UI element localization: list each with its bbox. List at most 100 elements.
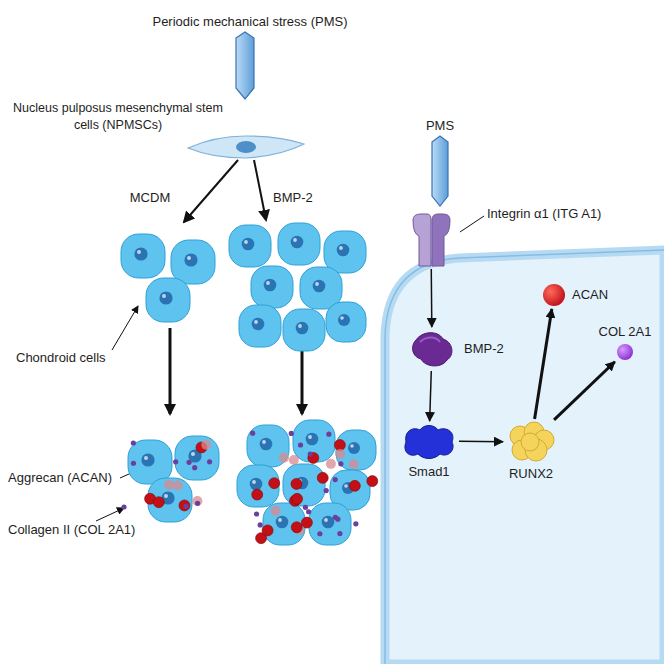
cell-nucleus xyxy=(250,478,263,491)
pathway-arrow xyxy=(431,269,433,327)
cell-body xyxy=(128,440,172,484)
integrin-subunit xyxy=(432,214,450,266)
chondroid-cell xyxy=(146,278,190,322)
cell-nucleus xyxy=(337,244,350,257)
matrix-dot xyxy=(292,493,303,504)
cell-body xyxy=(324,231,366,273)
leader-arrow xyxy=(96,508,124,521)
cell-highlight xyxy=(191,452,195,456)
matrix-dot xyxy=(353,521,358,526)
cell-highlight xyxy=(262,440,266,444)
chondroid-cell xyxy=(283,464,325,506)
chondroid-cell xyxy=(171,240,215,284)
matrix-dot xyxy=(153,497,164,508)
chondroid-cell xyxy=(175,436,219,480)
matrix-dot xyxy=(289,431,294,436)
receptor-node: Integrin α1 (ITG A1) xyxy=(405,214,457,266)
cell-body xyxy=(175,436,219,480)
cell-body xyxy=(278,223,320,265)
cell-highlight xyxy=(350,444,354,448)
matrix-dots xyxy=(121,431,377,544)
pathway-arrow xyxy=(430,371,432,421)
matrix-dot xyxy=(334,439,345,450)
cell-highlight xyxy=(298,324,302,328)
cell-body xyxy=(263,503,305,545)
ligand-node: BMP-2 xyxy=(410,330,454,368)
cell-highlight xyxy=(340,316,344,320)
cell-highlight xyxy=(339,246,343,250)
node-shape xyxy=(617,344,633,360)
matrix-dot xyxy=(338,461,343,466)
cell-highlight xyxy=(344,484,348,488)
matrix-dot xyxy=(173,459,178,464)
product-dot xyxy=(617,344,633,360)
integrin-subunit xyxy=(413,214,431,266)
protein-blob xyxy=(521,433,539,451)
matrix-dot xyxy=(258,522,263,527)
cell-body xyxy=(326,302,366,342)
cell-highlight xyxy=(252,480,256,484)
cell-nucleus xyxy=(134,247,147,260)
cell-highlight xyxy=(137,250,141,254)
matrix-dot xyxy=(333,477,338,482)
matrix-dot xyxy=(349,459,359,469)
cell-nucleus xyxy=(252,318,265,331)
matrix-dot xyxy=(367,476,378,487)
matrix-dot xyxy=(195,501,200,506)
matrix-dot xyxy=(279,453,289,463)
matrix-dot xyxy=(298,442,303,447)
matrix-dot xyxy=(308,452,319,463)
cell-body xyxy=(229,225,271,267)
chondroid-cells xyxy=(121,223,376,545)
matrix-dot xyxy=(192,465,197,470)
cell-nucleus xyxy=(306,433,319,446)
matrix-dot xyxy=(207,459,212,464)
node-label: RUNX2 xyxy=(509,466,553,482)
matrix-dot xyxy=(349,480,360,491)
chondroid-cell xyxy=(336,430,376,470)
node-shape xyxy=(405,214,457,266)
cell-body xyxy=(239,305,281,347)
title-label: Periodic mechanical stress (PMS) xyxy=(152,14,347,30)
matrix-dot xyxy=(271,506,281,516)
cell-highlight xyxy=(266,281,270,285)
cell-highlight xyxy=(187,256,191,260)
signal-node: Smad1 xyxy=(402,424,456,458)
node-label: BMP-2 xyxy=(464,341,504,357)
matrix-dot xyxy=(337,531,342,536)
matrix-dot xyxy=(291,478,302,489)
cell-nucleus xyxy=(291,236,304,249)
node-label: Smad1 xyxy=(408,464,449,480)
cell-body xyxy=(237,465,279,507)
node-shape xyxy=(410,330,454,368)
cell-body xyxy=(148,478,192,522)
node-label: ACAN xyxy=(572,287,608,303)
chondroid-cell xyxy=(263,503,305,545)
matrix-dot xyxy=(317,472,328,483)
cell-highlight xyxy=(244,240,248,244)
cell-highlight xyxy=(308,435,312,439)
stress-arrow xyxy=(432,136,448,206)
cell-body xyxy=(283,309,325,351)
chondroid-cell xyxy=(121,234,165,278)
chondroid-cell xyxy=(247,425,289,467)
cell-body xyxy=(121,234,165,278)
stem-cell xyxy=(188,136,304,158)
leader-arrow xyxy=(112,306,138,350)
cell-nucleus xyxy=(296,322,309,335)
branch-arrow xyxy=(254,160,266,220)
matrix-dot xyxy=(289,455,299,465)
matrix-dot xyxy=(301,517,312,528)
stress-arrow xyxy=(236,32,254,99)
chondroid-cell xyxy=(237,465,279,507)
node-shape xyxy=(543,284,565,306)
cell-nucleus xyxy=(313,280,326,293)
matrix-dot xyxy=(335,517,340,522)
pathway-arrow xyxy=(459,441,503,443)
cell-nucleus xyxy=(264,279,277,292)
matrix-dot xyxy=(308,451,313,456)
cell-highlight xyxy=(144,456,148,460)
cell-highlight xyxy=(162,294,166,298)
